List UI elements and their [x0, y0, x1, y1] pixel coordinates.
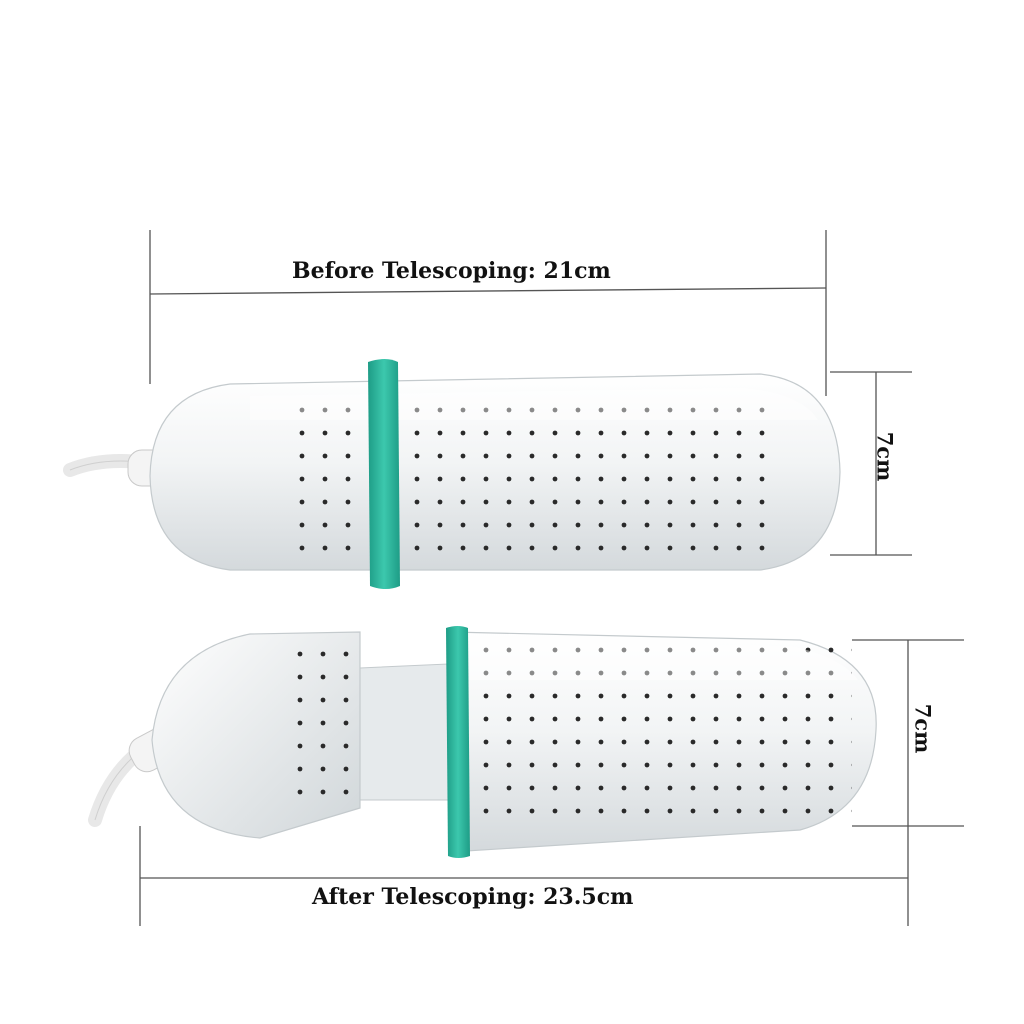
green-band-bottom [446, 626, 470, 858]
dimension-lines-top [149, 230, 912, 556]
green-band-top [368, 359, 400, 589]
vent-holes-right [410, 406, 780, 566]
dimension-lines-bottom [139, 639, 964, 926]
vent-holes-body [482, 646, 852, 822]
dryer-bottom [88, 626, 877, 858]
height-label-top: 7cm [872, 431, 898, 482]
height-label-bottom: 7cm [910, 703, 936, 754]
vent-holes-left [298, 406, 358, 566]
dryer-top [63, 359, 841, 589]
telescoping-tube [359, 663, 449, 801]
after-telescoping-label: After Telescoping: 23.5cm [312, 884, 634, 910]
before-telescoping-label: Before Telescoping: 21cm [292, 258, 611, 284]
vent-holes-cap [296, 650, 356, 800]
